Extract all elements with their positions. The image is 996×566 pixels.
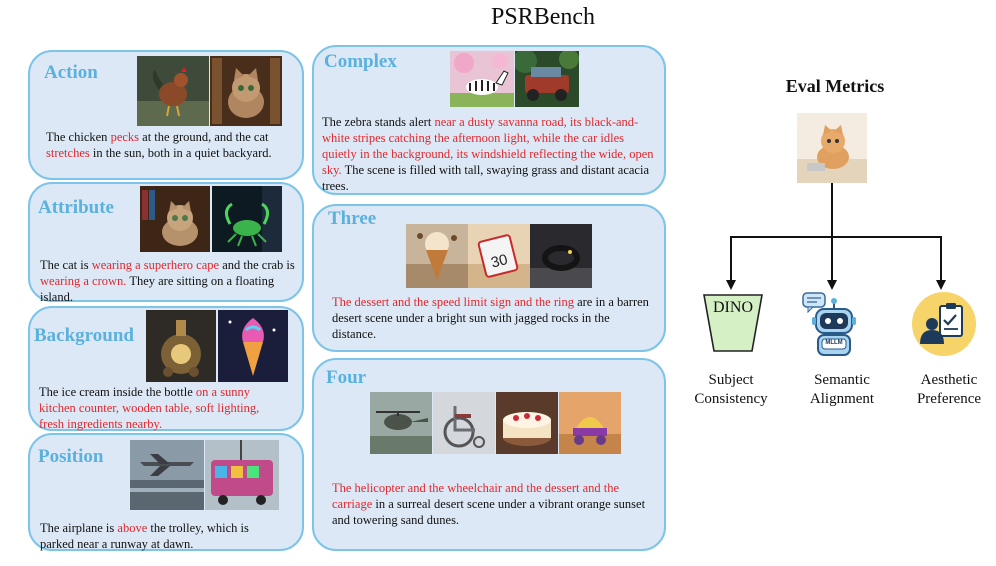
highlight-text: above	[117, 521, 148, 535]
ring-image	[530, 224, 592, 288]
caption-text: The chicken	[46, 130, 111, 144]
cat-image	[210, 56, 282, 126]
car-image	[515, 51, 579, 107]
highlight-text: near a dusty savanna road, its black-and…	[322, 115, 654, 177]
panel-caption: The ice cream inside the bottle on a sun…	[39, 384, 285, 432]
robot-icon: MLLM	[802, 291, 864, 357]
metrics-title: Eval Metrics	[785, 76, 885, 96]
highlight-text: on a sunny kitchen counter, wooden table…	[39, 385, 260, 431]
metric-label-aesthetic: Aesthetic Preference	[916, 372, 982, 407]
panel-caption: The dessert and the speed limit sign and…	[332, 294, 650, 342]
highlight-text: pecks	[110, 130, 140, 144]
cat-image	[140, 186, 210, 252]
carriage-image	[559, 392, 621, 454]
metric-label-semantic: Semantic Alignment	[809, 372, 875, 407]
panel-three: Three 30 The dessert and the speed limit…	[312, 204, 666, 352]
zebra-image	[450, 51, 514, 107]
panel-caption: The airplane is above the trolley, which…	[40, 520, 276, 552]
crab-image	[212, 186, 282, 252]
caption-text: the trolley, which is parked near a runw…	[40, 521, 249, 551]
panel-complex: Complex The zebra stands alert near a du…	[312, 45, 666, 195]
panel-background: Background The ice cream inside the bott…	[28, 306, 304, 431]
caption-text: in a surreal desert scene under a vibran…	[332, 497, 646, 527]
cat-image	[797, 113, 867, 183]
panel-title: Complex	[324, 51, 397, 72]
caption-text: and the crab is	[219, 258, 295, 272]
clipboard-user-icon	[912, 292, 976, 356]
panel-four: Four The helicopter and the wheelchair a…	[312, 358, 666, 551]
caption-text: are in a barren desert scene under a bri…	[332, 295, 649, 341]
metric-label-subject: Subject Consistency	[694, 372, 768, 407]
caption-text: The airplane is	[40, 521, 118, 535]
highlight-text: stretches	[46, 146, 90, 160]
caption-text: They are sitting on a floating island.	[40, 274, 275, 304]
mllm-badge: MLLM	[825, 340, 843, 346]
panel-title: Four	[326, 367, 367, 388]
panel-action: Action The chicken pecks at the ground, …	[28, 50, 304, 180]
caption-text: at the ground, and the cat	[139, 130, 269, 144]
page-title: PSRBench	[490, 4, 595, 30]
highlight-text: The helicopter and the wheelchair and th…	[332, 481, 620, 511]
panel-title: Attribute	[38, 197, 114, 218]
panel-title: Three	[328, 208, 377, 229]
speed-sign-image: 30	[468, 224, 530, 288]
panel-title: Position	[38, 446, 104, 467]
caption-text: The scene is filled with tall, swaying g…	[322, 163, 650, 193]
cake-image	[496, 392, 558, 454]
caption-text: The ice cream inside the bottle	[39, 385, 196, 399]
caption-text: The zebra stands alert	[322, 115, 435, 129]
panel-caption: The cat is wearing a superhero cape and …	[40, 257, 304, 305]
trolley-image	[205, 440, 279, 510]
highlight-text: wearing a crown.	[40, 274, 127, 288]
panel-attribute: Attribute The cat is wearing a superhero…	[28, 182, 304, 305]
panel-caption: The chicken pecks at the ground, and the…	[46, 129, 282, 161]
helicopter-image	[370, 392, 432, 454]
ice-cream-image	[218, 310, 288, 382]
panel-caption: The helicopter and the wheelchair and th…	[332, 480, 652, 528]
svg-text:30: 30	[489, 251, 509, 272]
airplane-image	[130, 440, 204, 510]
dessert-image	[406, 224, 468, 288]
bottle-image	[146, 310, 216, 382]
panel-caption: The zebra stands alert near a dusty sava…	[322, 114, 658, 194]
panel-position: Position The airplane is above the troll…	[28, 433, 304, 551]
dino-icon: DINO	[702, 293, 764, 355]
panel-title: Action	[44, 62, 98, 83]
highlight-text: wearing a superhero cape	[91, 258, 220, 272]
wheelchair-image	[433, 392, 495, 454]
chicken-image	[137, 56, 209, 126]
highlight-text: The dessert and the speed limit sign and…	[332, 295, 574, 309]
panel-title: Background	[34, 325, 134, 346]
caption-text: The cat is	[40, 258, 92, 272]
dino-label: DINO	[713, 299, 753, 316]
caption-text: in the sun, both in a quiet backyard.	[89, 146, 272, 160]
